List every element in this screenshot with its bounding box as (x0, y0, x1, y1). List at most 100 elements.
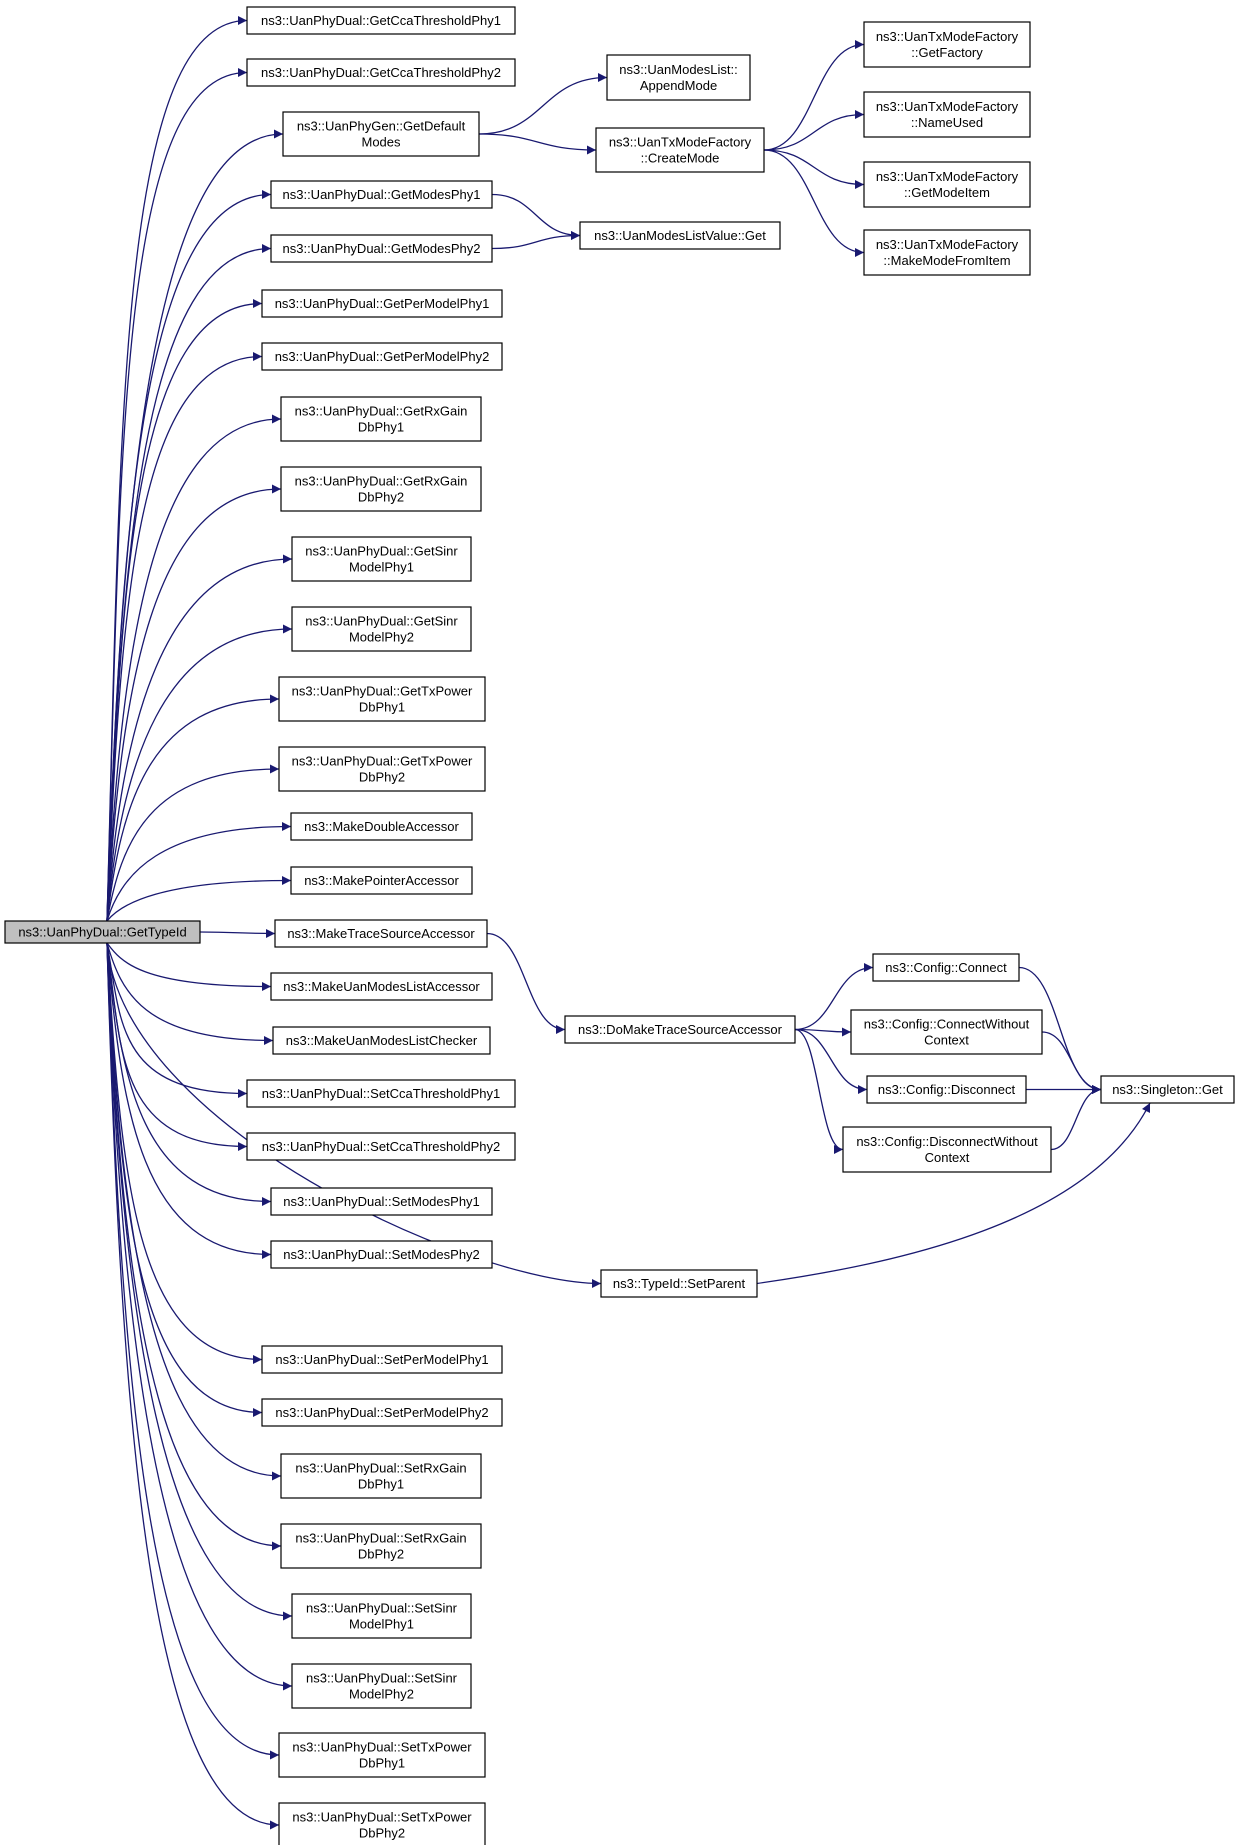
node-get-mode-item[interactable]: ns3::UanTxModeFactory::GetModeItem (863, 161, 1031, 208)
node-label: ns3::UanTxModeFactory (876, 99, 1019, 114)
edge-get-type-id-to-set-rx-gain-1 (106, 942, 282, 1481)
node-label: ns3::UanPhyDual::SetRxGain (295, 1461, 466, 1476)
edge-get-type-id-to-get-sinr-2 (106, 624, 293, 922)
edge-do-make-trace-source-to-config-disconnect (794, 1028, 868, 1094)
node-label: ns3::TypeId::SetParent (613, 1276, 746, 1291)
edge-line (106, 554, 293, 922)
node-box (272, 1026, 491, 1055)
edge-line (491, 193, 581, 240)
node-label: DbPhy1 (359, 1756, 405, 1771)
edge-line (106, 876, 292, 922)
node-label: ns3::DoMakeTraceSourceAccessor (578, 1022, 783, 1037)
edge-get-type-id-to-set-parent (106, 942, 602, 1288)
edge-get-type-id-to-make-double (106, 822, 292, 922)
node-box (246, 1132, 516, 1161)
node-label: ns3::UanPhyDual::SetCcaThresholdPhy2 (262, 1139, 500, 1154)
node-make-pointer[interactable]: ns3::MakePointerAccessor (290, 866, 473, 895)
edge-line (106, 942, 293, 1621)
node-label: ns3::MakeUanModesListChecker (286, 1033, 478, 1048)
node-label: ns3::UanModesListValue::Get (594, 228, 766, 243)
node-set-per-2[interactable]: ns3::UanPhyDual::SetPerModelPhy2 (261, 1398, 503, 1427)
node-set-modes-1[interactable]: ns3::UanPhyDual::SetModesPhy1 (270, 1187, 493, 1216)
node-make-trace-source[interactable]: ns3::MakeTraceSourceAccessor (274, 919, 488, 948)
edge-line (478, 73, 608, 135)
node-label: ns3::UanPhyDual::GetTxPower (292, 754, 473, 769)
node-label: ns3::UanTxModeFactory (876, 169, 1019, 184)
node-config-disconnect[interactable]: ns3::Config::Disconnect (866, 1075, 1027, 1104)
node-label: ns3::UanPhyDual::SetSinr (306, 1671, 458, 1686)
node-set-per-1[interactable]: ns3::UanPhyDual::SetPerModelPhy1 (261, 1345, 503, 1374)
edge-line (106, 942, 293, 1691)
node-do-make-trace-source-accessor[interactable]: ns3::DoMakeTraceSourceAccessor (564, 1015, 796, 1044)
node-name-used[interactable]: ns3::UanTxModeFactory::NameUsed (863, 91, 1031, 138)
edge-do-make-trace-source-to-config-connect (794, 963, 874, 1031)
node-set-cca-1[interactable]: ns3::UanPhyDual::SetCcaThresholdPhy1 (246, 1079, 516, 1108)
node-create-mode[interactable]: ns3::UanTxModeFactory::CreateMode (595, 127, 765, 173)
node-get-cca-1[interactable]: ns3::UanPhyDual::GetCcaThresholdPhy1 (246, 6, 516, 35)
node-singleton-get[interactable]: ns3::Singleton::Get (1100, 1075, 1235, 1104)
node-label: ns3::MakeDoubleAccessor (304, 819, 459, 834)
node-label: ns3::UanPhyDual::SetModesPhy2 (283, 1247, 480, 1262)
node-label: ns3::Config::ConnectWithout (864, 1017, 1030, 1032)
edge-line (106, 942, 282, 1551)
node-box (850, 1009, 1043, 1055)
node-label: ns3::UanPhyDual::SetTxPower (292, 1740, 472, 1755)
node-make-uan-modes-list-chk[interactable]: ns3::MakeUanModesListChecker (272, 1026, 491, 1055)
edge-set-parent-to-singleton-get (756, 1102, 1151, 1285)
node-label: ns3::MakePointerAccessor (304, 873, 459, 888)
node-label: ns3::UanPhyDual::GetCcaThresholdPhy2 (261, 65, 501, 80)
node-modes-list-value-get[interactable]: ns3::UanModesListValue::Get (579, 221, 781, 250)
node-get-modes-2[interactable]: ns3::UanPhyDual::GetModesPhy2 (270, 234, 493, 263)
root-node-get-type-id[interactable]: ns3::UanPhyDual::GetTypeId (4, 920, 201, 944)
node-label: ns3::UanPhyDual::GetSinr (305, 614, 458, 629)
node-set-modes-2[interactable]: ns3::UanPhyDual::SetModesPhy2 (270, 1240, 493, 1269)
node-set-parent[interactable]: ns3::TypeId::SetParent (600, 1269, 758, 1298)
node-get-per-1[interactable]: ns3::UanPhyDual::GetPerModelPhy1 (261, 289, 503, 318)
node-label: ns3::UanPhyDual::GetPerModelPhy1 (275, 296, 490, 311)
node-label: ns3::UanPhyDual::GetTxPower (292, 684, 473, 699)
node-label: ns3::UanPhyDual::SetPerModelPhy2 (275, 1405, 488, 1420)
node-box (863, 21, 1031, 68)
edge-line (106, 299, 263, 922)
node-get-cca-2[interactable]: ns3::UanPhyDual::GetCcaThresholdPhy2 (246, 58, 516, 87)
node-label: DbPhy1 (358, 1477, 404, 1492)
node-box (595, 127, 765, 173)
node-make-uan-modes-list-acc[interactable]: ns3::MakeUanModesListAccessor (270, 972, 493, 1001)
node-get-factory[interactable]: ns3::UanTxModeFactory::GetFactory (863, 21, 1031, 68)
edge-line (106, 484, 282, 922)
node-label: ns3::UanPhyGen::GetDefault (297, 119, 466, 134)
node-box (606, 54, 751, 101)
edge-get-type-id-to-get-per-1 (106, 299, 263, 922)
node-make-double[interactable]: ns3::MakeDoubleAccessor (290, 812, 473, 841)
node-label: ns3::UanPhyDual::SetModesPhy1 (283, 1194, 480, 1209)
node-get-per-2[interactable]: ns3::UanPhyDual::GetPerModelPhy2 (261, 342, 503, 371)
node-make-mode-from-item[interactable]: ns3::UanTxModeFactory::MakeModeFromItem (863, 229, 1031, 276)
edge-get-type-id-to-make-pointer (106, 876, 292, 922)
node-get-modes-1[interactable]: ns3::UanPhyDual::GetModesPhy1 (270, 180, 493, 209)
node-box (246, 58, 516, 87)
edge-line (763, 149, 865, 189)
node-label: DbPhy2 (359, 1826, 405, 1841)
node-label: Context (925, 1150, 970, 1165)
edge-get-type-id-to-set-tx-power-1 (106, 942, 280, 1760)
nodes-layer: ns3::UanPhyDual::GetTypeIdns3::UanPhyDua… (4, 6, 1235, 1845)
edge-line (106, 942, 248, 1151)
node-set-cca-2[interactable]: ns3::UanPhyDual::SetCcaThresholdPhy2 (246, 1132, 516, 1161)
node-config-connect[interactable]: ns3::Config::Connect (872, 953, 1020, 982)
node-append-mode[interactable]: ns3::UanModesList::AppendMode (606, 54, 751, 101)
